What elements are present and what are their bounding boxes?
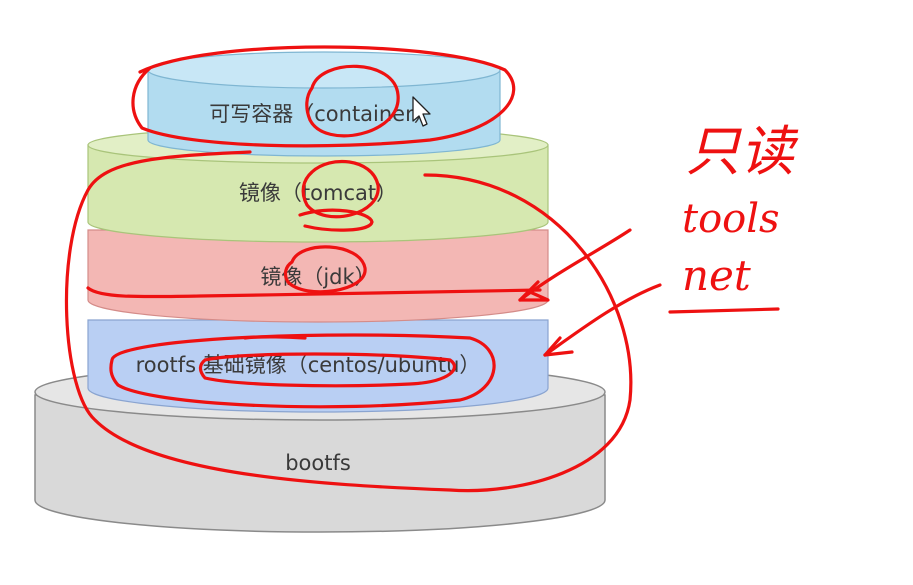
arrow-to-rootfs-layer [543, 283, 662, 357]
layer-container-top [147, 51, 501, 89]
handwritten-word-readonly: 只读 [686, 120, 799, 183]
handwritten-word-tools: tools [682, 196, 780, 242]
layer-jdk: 镜像（jdk） [87, 229, 549, 323]
container-outer-circle [131, 45, 516, 148]
jdk-layer-strike-line [86, 286, 542, 299]
layer-jdk-label: 镜像（jdk） [260, 265, 375, 289]
rootfs-label-oval [109, 333, 496, 409]
layer-container-body [147, 69, 501, 157]
handwritten-annotations: 只读 tools net [64, 45, 799, 493]
jdk-word-circle [283, 245, 367, 294]
readonly-layers-loop [64, 150, 633, 493]
container-word-circle [305, 64, 400, 138]
layer-jdk-body [87, 229, 549, 323]
layer-tomcat-label: 镜像（tomcat） [239, 181, 397, 205]
mouse-cursor-icon [412, 96, 431, 127]
layer-tomcat-body [87, 144, 549, 243]
rootfs-base-oval [198, 352, 456, 388]
layer-bootfs-label: bootfs [285, 451, 351, 475]
layer-rootfs-body [87, 319, 549, 413]
handwritten-word-net: net [682, 251, 751, 300]
arrow-to-rootfs-layer-head [543, 336, 574, 357]
tomcat-underline-loop [298, 208, 374, 232]
layer-bootfs-body [34, 394, 606, 533]
layer-container-label: 可写容器（container） [209, 102, 435, 126]
net-underline [668, 307, 780, 314]
arrow-to-jdk-layer [518, 228, 632, 302]
arrow-to-jdk-layer-head [518, 280, 550, 302]
